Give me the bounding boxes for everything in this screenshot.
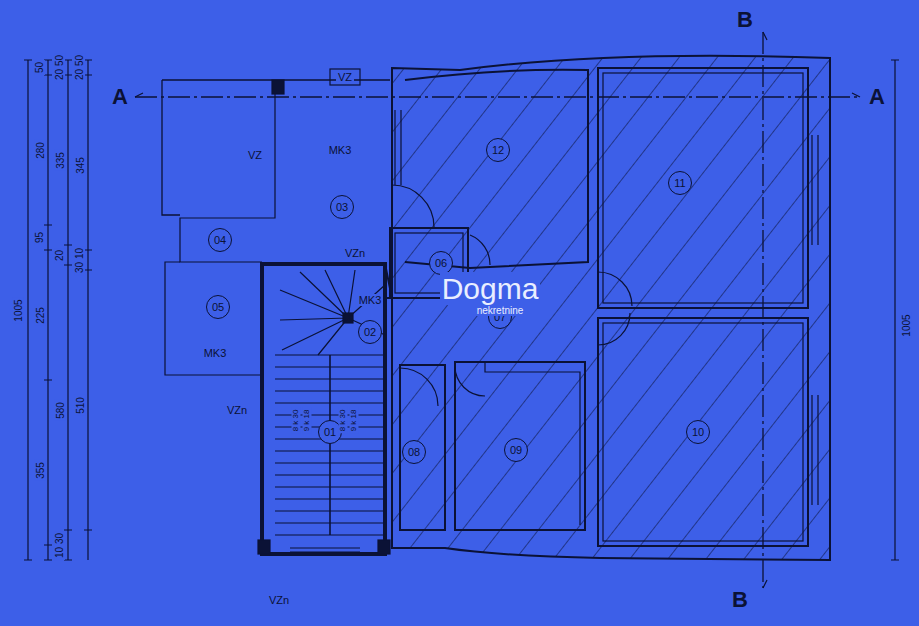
- material-code: VZn: [267, 594, 291, 606]
- room-callout: 02: [358, 320, 382, 344]
- dimension: 280: [35, 140, 46, 161]
- room-number: 10: [692, 427, 704, 438]
- dimension: 50: [35, 59, 46, 74]
- room-callout: 12: [486, 138, 510, 162]
- dimension: 335: [55, 150, 66, 171]
- dimension: 580: [55, 400, 66, 421]
- room-callout: 10: [686, 420, 710, 444]
- room-callout: 11: [668, 171, 692, 195]
- room-number: 06: [435, 258, 447, 269]
- room-callout: 05: [206, 295, 230, 319]
- dimension: 1005: [13, 297, 24, 323]
- material-code: MK3: [327, 144, 354, 156]
- section-marker: B: [730, 588, 750, 612]
- dimension: 10 30: [55, 530, 66, 559]
- room-callout: 03: [330, 195, 354, 219]
- dimension: 95: [35, 229, 46, 244]
- room-callout: 09: [504, 438, 528, 462]
- dimension: 1005: [901, 312, 912, 338]
- section-marker: A: [867, 85, 887, 109]
- room-number: 09: [510, 445, 522, 456]
- room-number: 04: [214, 235, 226, 246]
- room-number: 08: [408, 447, 420, 458]
- material-code: VZ: [336, 71, 354, 83]
- material-code: MK3: [357, 294, 384, 306]
- dimension: 20 50: [75, 52, 86, 81]
- material-code: VZ: [246, 149, 264, 161]
- watermark: nekretnine: [475, 305, 526, 316]
- room-number: 12: [492, 145, 504, 156]
- material-code: VZn: [343, 247, 367, 259]
- watermark: Dogma: [440, 272, 541, 305]
- room-number: 05: [212, 302, 224, 313]
- room-callout: 08: [402, 440, 426, 464]
- room-number: 01: [324, 427, 336, 438]
- plan-lines: [24, 32, 899, 588]
- room-number: 03: [336, 202, 348, 213]
- stair-note: 9 k 18: [350, 407, 359, 433]
- dimension: 20: [55, 247, 66, 262]
- stair-note: 9 k 18: [303, 407, 312, 433]
- material-code: VZn: [225, 404, 249, 416]
- dimension: 20 50: [55, 52, 66, 81]
- dimension: 225: [35, 305, 46, 326]
- dimension: 345: [75, 155, 86, 176]
- material-code: MK3: [202, 347, 229, 359]
- section-marker: B: [735, 8, 755, 32]
- dimension: 30 10: [75, 245, 86, 274]
- stair-note: 8 k 30: [292, 407, 301, 433]
- dimension: 355: [35, 460, 46, 481]
- room-callout: 04: [208, 228, 232, 252]
- stair-note: 8 k 30: [339, 407, 348, 433]
- room-number: 02: [364, 327, 376, 338]
- section-marker: A: [110, 85, 130, 109]
- dimension: 510: [75, 395, 86, 416]
- room-number: 11: [674, 178, 685, 189]
